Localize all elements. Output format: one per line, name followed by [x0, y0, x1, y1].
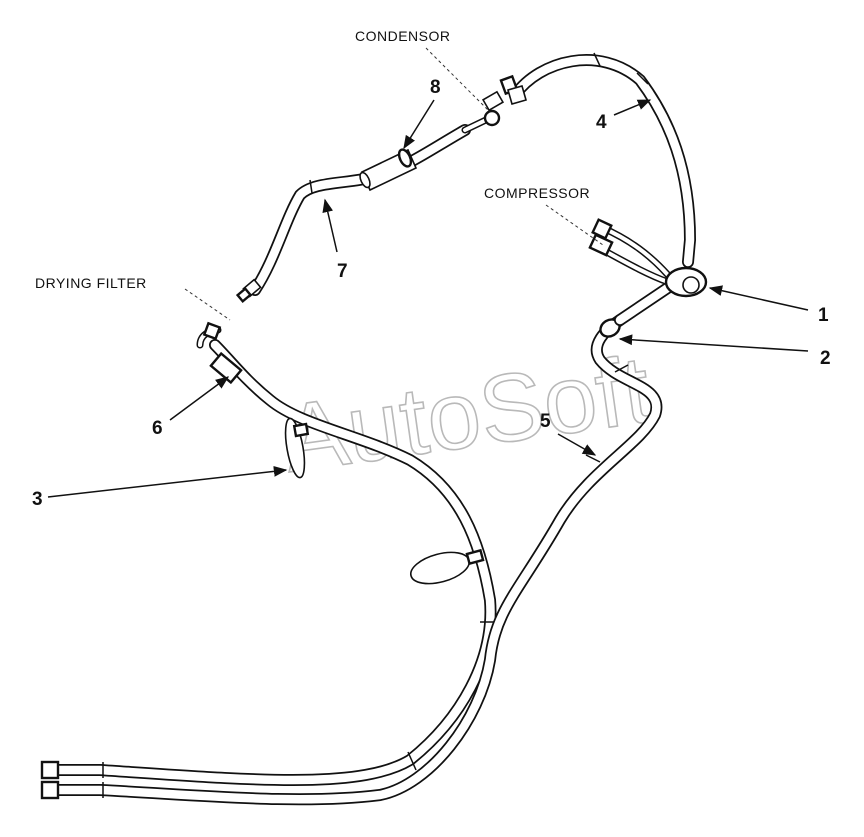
callout-2: 2: [820, 348, 831, 369]
hose-4: [509, 52, 696, 268]
callout-3-arrow: [47, 466, 288, 498]
callout-2-arrow: [618, 334, 809, 352]
hose-clamp-upper: [284, 417, 310, 479]
callout-1-arrow: [708, 285, 809, 311]
callout-8: 8: [430, 77, 441, 98]
hose-7: [235, 114, 494, 303]
callout-6-arrow: [169, 376, 230, 421]
callout-5: 5: [540, 411, 551, 432]
condensor-label: CONDENSOR: [355, 28, 451, 44]
condensor-fittings: [481, 74, 527, 127]
callout-7: 7: [337, 261, 348, 282]
hose-clamp-lower: [409, 548, 485, 585]
callout-3: 3: [32, 489, 43, 510]
callout-4: 4: [596, 112, 607, 133]
hose-5: [40, 314, 663, 806]
callout-6: 6: [152, 418, 163, 439]
callout-1: 1: [818, 305, 829, 326]
compressor-manifold: [588, 218, 708, 326]
callout-7-arrow: [322, 198, 338, 253]
callout-4-arrow: [613, 99, 652, 116]
callout-8-arrow: [403, 99, 435, 150]
compressor-label: COMPRESSOR: [484, 185, 590, 201]
drying-filter-label: DRYING FILTER: [35, 275, 147, 291]
hose-3: [40, 321, 497, 786]
callout-5-arrow: [557, 433, 597, 456]
sleeve-8: [359, 148, 418, 192]
drying-filter-leader: [184, 288, 231, 321]
